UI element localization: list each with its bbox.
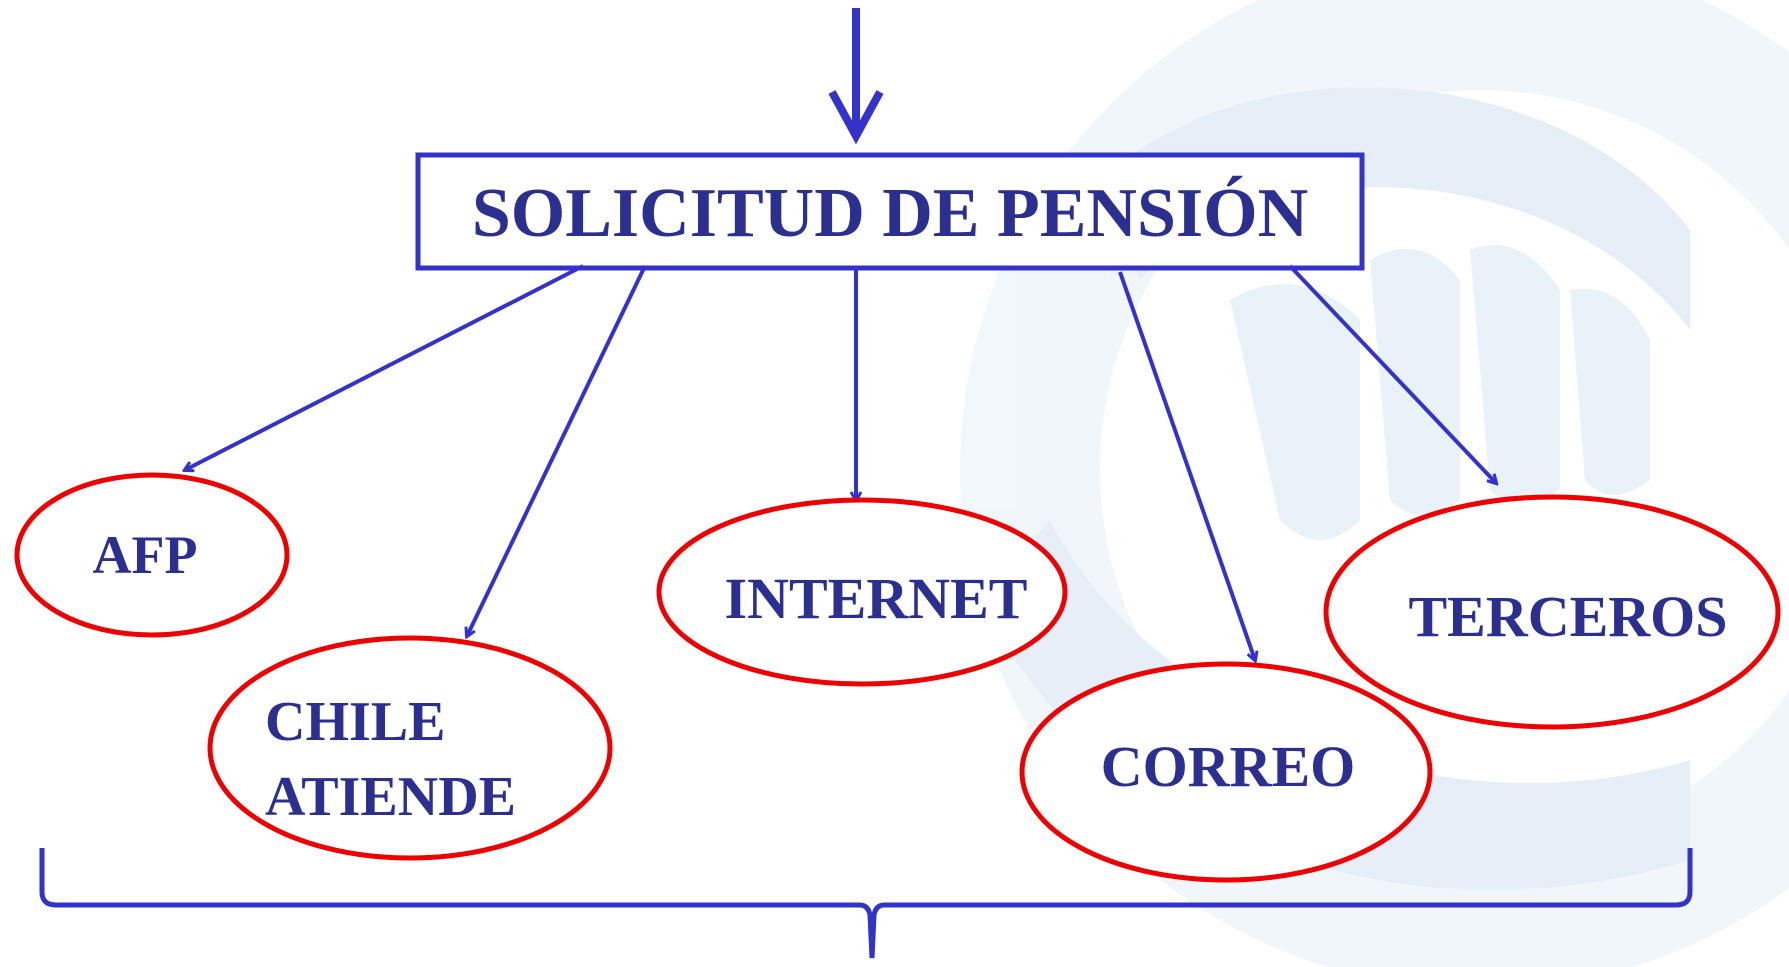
node-internet: INTERNET	[656, 497, 1068, 687]
node-afp-label: AFP	[93, 525, 198, 585]
incoming-arrow-head	[828, 90, 884, 145]
arrow-to-chile-atiende	[467, 265, 647, 636]
page-title: SOLICITUD DE PENSIÓN	[472, 175, 1308, 252]
node-terceros: TERCEROS	[1323, 494, 1781, 730]
title-box	[415, 152, 1365, 271]
node-chile-atiende-label-2: ATIENDE	[265, 766, 516, 828]
grouping-brace	[39, 848, 1693, 959]
node-internet-label: INTERNET	[725, 566, 1028, 631]
arrow-to-terceros	[1288, 264, 1496, 483]
node-chile-atiende-label-1: CHILE	[265, 691, 446, 753]
arrow-to-correo	[1118, 271, 1255, 660]
node-correo-label: CORREO	[1101, 734, 1356, 799]
node-afp: AFP	[14, 472, 290, 638]
node-chile-atiende: CHILE ATIENDE	[207, 635, 613, 861]
node-terceros-label: TERCEROS	[1408, 584, 1727, 649]
arrow-to-afp	[185, 264, 584, 470]
node-correo: CORREO	[1019, 661, 1433, 883]
